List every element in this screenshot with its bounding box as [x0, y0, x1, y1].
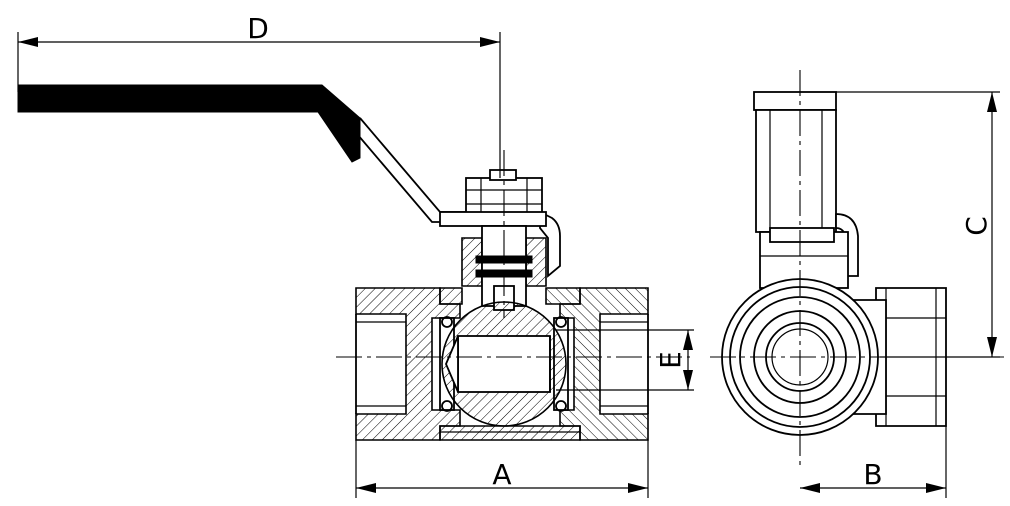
dimension-label-b: B — [863, 458, 882, 491]
side-handle-arm — [755, 109, 837, 233]
dimension-label-e: E — [654, 351, 687, 369]
dimension-e: E — [556, 329, 694, 391]
dimension-label-d: D — [247, 12, 269, 45]
front-view: D A E — [17, 12, 694, 498]
dimension-d: D — [17, 12, 501, 178]
stem-nut — [439, 169, 547, 227]
dimension-a: A — [355, 440, 649, 498]
side-handle-top — [753, 91, 837, 111]
dimension-label-a: A — [492, 458, 511, 491]
dimension-c: C — [836, 91, 1000, 358]
side-view: C B — [710, 70, 1004, 498]
ball — [441, 301, 567, 427]
dimension-label-c: C — [960, 216, 993, 236]
dimension-b: B — [800, 426, 947, 498]
